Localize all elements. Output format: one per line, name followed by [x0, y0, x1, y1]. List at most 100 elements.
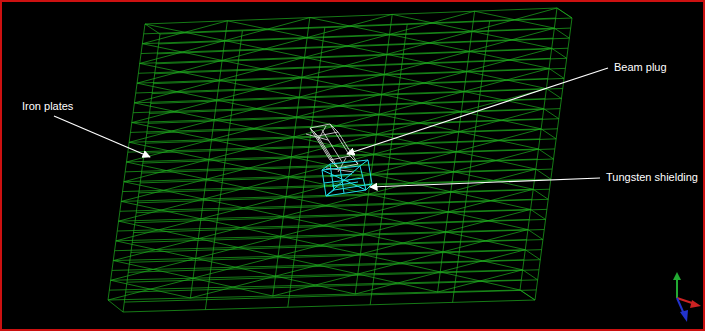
tungsten-edge [330, 160, 368, 164]
iron-plate-edge [496, 160, 536, 169]
beam-plug-edge [310, 128, 330, 160]
iron-plate-edge [123, 34, 160, 312]
iron-plate-edge [549, 68, 564, 78]
iron-plate-edge [535, 18, 572, 300]
tungsten-edge [368, 160, 372, 184]
iron-plate-edge [119, 210, 162, 221]
axis-z-head [680, 310, 688, 322]
iron-plate-edge [448, 212, 488, 221]
iron-plate-edge [523, 270, 538, 280]
iron-plate-edge [217, 100, 257, 108]
iron-plate-edge [350, 26, 390, 34]
iron-plate-edge [379, 114, 419, 123]
iron-plate-edge [111, 270, 523, 280]
iron-plate-edge [376, 134, 416, 143]
beam-plug-edge [338, 132, 358, 164]
iron-plate-edge [160, 18, 572, 34]
iron-plate-edge [135, 209, 547, 222]
iron-plate-edge [491, 201, 531, 210]
iron-plate-edge [132, 123, 172, 131]
iron-plate-edge [368, 194, 408, 203]
iron-plate-edge [507, 80, 547, 89]
iron-plate-edge [387, 54, 427, 62]
iron-plate-edge [533, 189, 548, 199]
iron-plate-edge [129, 142, 169, 151]
iron-plate-edge [262, 69, 302, 77]
tungsten-edge [360, 160, 368, 166]
iron-plate-edge [108, 300, 123, 312]
tungsten-edge [332, 182, 358, 186]
iron-plate-edge [130, 250, 542, 263]
iron-plate-edge [128, 260, 540, 273]
iron-plate-edge [347, 46, 387, 54]
iron-plate-edge [299, 97, 339, 106]
iron-plate-edge [483, 261, 523, 270]
iron-plate-edge [531, 209, 546, 219]
iron-plate-edge [177, 92, 217, 100]
iron-plate-edge [501, 120, 541, 129]
iron-plate-edge [443, 252, 483, 261]
iron-plate-edge [257, 108, 297, 117]
iron-plate-edge [403, 243, 443, 252]
iron-plate-edge [149, 99, 561, 114]
axis-y-head [673, 272, 681, 280]
iron-plate-edge [111, 269, 154, 280]
iron-plate-edge [344, 66, 384, 74]
iron-plate-edge [453, 172, 493, 181]
iron-plate-edge [432, 23, 472, 31]
iron-plate-edge [370, 24, 407, 304]
iron-plate-edge [225, 41, 265, 49]
iron-plate-edge [108, 290, 520, 300]
iron-plate-edge [400, 263, 440, 272]
iron-plate-edge [424, 83, 464, 92]
iron-plate-edge [446, 232, 486, 241]
beam-plug-wireframe [306, 124, 358, 172]
iron-plate-edge [267, 18, 310, 30]
iron-plate-edge [190, 287, 233, 298]
iron-plate-edge [546, 89, 561, 99]
iron-plate-edge [544, 109, 559, 119]
iron-plate-edge [488, 221, 528, 230]
iron-plate-edge [159, 28, 571, 44]
iron-plate-edge [557, 8, 572, 18]
iron-plate-edge [371, 174, 411, 183]
axis-x-head [690, 300, 701, 308]
iron-plate-edge [480, 281, 520, 290]
iron-plate-edge [536, 169, 551, 179]
leader-lines [54, 68, 608, 187]
iron-plate-edge [557, 8, 572, 18]
iron-plate-edge [113, 250, 156, 261]
iron-plate-edge [139, 179, 551, 193]
iron-plate-edge [310, 18, 350, 26]
iron-plate-edge [469, 51, 509, 60]
iron-plate-edge [336, 126, 376, 135]
iron-plate-edge [182, 52, 222, 60]
tungsten-edge [322, 164, 330, 170]
iron-plate-edge [416, 143, 456, 152]
iron-plate-edge [302, 77, 342, 85]
leader-line [370, 178, 600, 187]
tungsten-edge [322, 166, 360, 170]
iron-plate-edge [554, 28, 569, 38]
iron-plate-edge [144, 18, 556, 34]
part-label: Tungsten shielding [606, 171, 698, 184]
iron-plate-edge [137, 83, 177, 91]
iron-plate-edge [288, 28, 325, 308]
leader-line [347, 68, 608, 154]
beam-plug-edge [310, 124, 330, 128]
iron-plate-edge [440, 272, 480, 281]
iron-plate-edge [504, 100, 544, 109]
iron-plate-edge [451, 192, 491, 201]
iron-plate-edge [185, 21, 228, 32]
iron-plate-edge [520, 290, 535, 300]
iron-plate-edge [127, 270, 539, 282]
iron-plate-edge [267, 29, 307, 37]
iron-plate-edge [145, 8, 557, 24]
iron-plate-edge [512, 40, 552, 49]
iron-plate-edge [227, 21, 267, 29]
beam-plug-edge [322, 130, 342, 162]
iron-plate-edge [464, 91, 504, 100]
iron-plate-edge [528, 230, 543, 240]
iron-plate-edge [525, 250, 540, 260]
iron-plate-edge [265, 49, 305, 57]
